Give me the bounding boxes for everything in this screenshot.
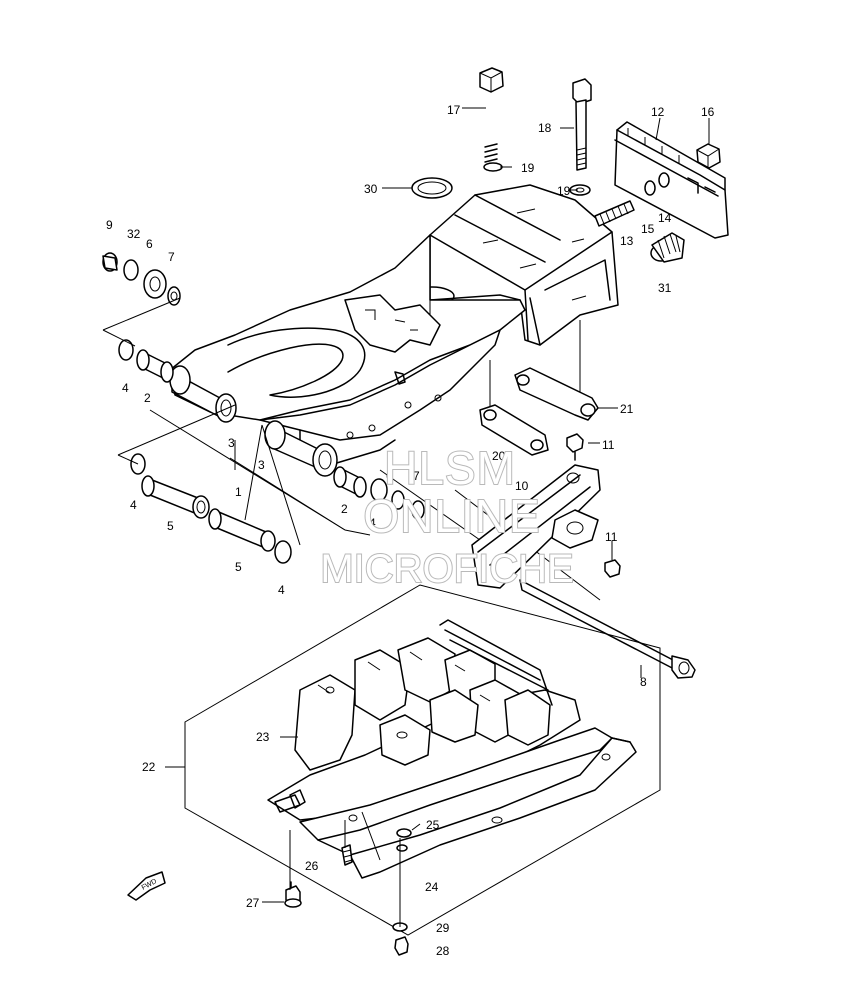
sleeve-5-lower (208, 508, 276, 552)
bolt-18 (572, 78, 592, 171)
bolt-28 (394, 936, 409, 956)
callout-24: 24 (425, 880, 439, 894)
callout-15: 15 (641, 222, 655, 236)
callout-29: 29 (436, 921, 450, 935)
front-direction-arrow-icon: FWD (127, 871, 166, 901)
callout-30: 30 (364, 182, 378, 196)
callout-19-upper: 19 (521, 161, 535, 175)
chain-case-23 (267, 619, 581, 821)
nut-16 (696, 143, 721, 169)
callout-7-lower: 7 (413, 469, 420, 483)
callout-10: 10 (515, 479, 529, 493)
callout-7-upper: 7 (168, 250, 175, 264)
screw-26 (341, 844, 353, 866)
bolt-11-upper (566, 433, 584, 461)
cushion-rod-20 (479, 404, 549, 456)
swingarm (169, 184, 619, 477)
callout-18: 18 (538, 121, 552, 135)
bolt-11-lower (604, 559, 621, 578)
adjuster-plate-12 (614, 121, 729, 239)
washer-14-15 (644, 172, 670, 196)
callout-3-upper: 3 (228, 436, 235, 450)
callout-3-lower: 3 (258, 458, 265, 472)
callout-16: 16 (701, 105, 715, 119)
watermark-line-1: HLSM (384, 442, 516, 494)
callout-4-left: 4 (130, 498, 137, 512)
callout-20: 20 (492, 449, 506, 463)
callout-22: 22 (142, 760, 156, 774)
callout-28: 28 (436, 944, 450, 958)
seal-4-upper-left (118, 339, 134, 361)
bushing-left-upper (136, 349, 174, 383)
callout-2-upper: 2 (144, 391, 151, 405)
watermark-line-2: ONLINE (363, 490, 540, 542)
guide-lines (102, 240, 601, 601)
callout-6-upper: 6 (146, 237, 153, 251)
watermark: HLSM ONLINE MICROFICHE (319, 441, 574, 592)
watermark-line-3: MICROFICHE (320, 547, 573, 591)
callout-11-upper: 11 (602, 438, 615, 452)
bolt-27 (284, 881, 302, 908)
callout-13: 13 (620, 234, 634, 248)
callout-26: 26 (305, 859, 319, 873)
callout-32: 32 (127, 227, 141, 241)
skid-plate-24 (299, 727, 637, 879)
washer-stack-9-32-6-7 (102, 252, 181, 306)
callout-labels: 17 18 19 19 30 12 16 13 15 14 31 9 32 6 … (106, 103, 715, 958)
washer-19-right (569, 184, 591, 196)
washers-6-7-right (370, 478, 425, 520)
bushing-right-lower (333, 466, 367, 498)
callout-1: 1 (235, 485, 242, 499)
seal-4-lower-right (274, 540, 292, 564)
adjuster-bolt-13 (594, 200, 635, 227)
callout-14: 14 (658, 211, 672, 225)
callout-5-upper: 5 (167, 519, 174, 533)
callout-21: 21 (620, 402, 634, 416)
callout-4-right: 4 (369, 516, 376, 530)
spring-19 (483, 143, 503, 172)
callout-25: 25 (426, 818, 440, 832)
callout-27: 27 (246, 896, 260, 910)
callout-leaders (165, 107, 710, 903)
callout-4-upper: 4 (122, 381, 129, 395)
sleeve-5-upper (141, 475, 210, 519)
grommet-30 (411, 177, 453, 199)
assembly-frame-22 (184, 584, 661, 936)
callout-2-lower: 2 (341, 502, 348, 516)
callout-23: 23 (256, 730, 270, 744)
callout-11-lower: 11 (605, 530, 618, 544)
callout-5-lower: 5 (235, 560, 242, 574)
callout-6-lower: 6 (386, 469, 393, 483)
cap-nut-17 (479, 67, 504, 93)
cushion-lever-21 (514, 367, 599, 421)
pivot-axle-8 (519, 579, 696, 679)
callout-4-bottom: 4 (278, 583, 285, 597)
callout-9: 9 (106, 218, 113, 232)
callout-17: 17 (447, 103, 461, 117)
callout-19-lower: 19 (557, 184, 571, 198)
rubber-stopper-31 (650, 232, 685, 263)
chain-guide-10 (471, 464, 601, 589)
callout-31: 31 (658, 281, 672, 295)
callout-8: 8 (640, 675, 647, 689)
callout-12: 12 (651, 105, 665, 119)
